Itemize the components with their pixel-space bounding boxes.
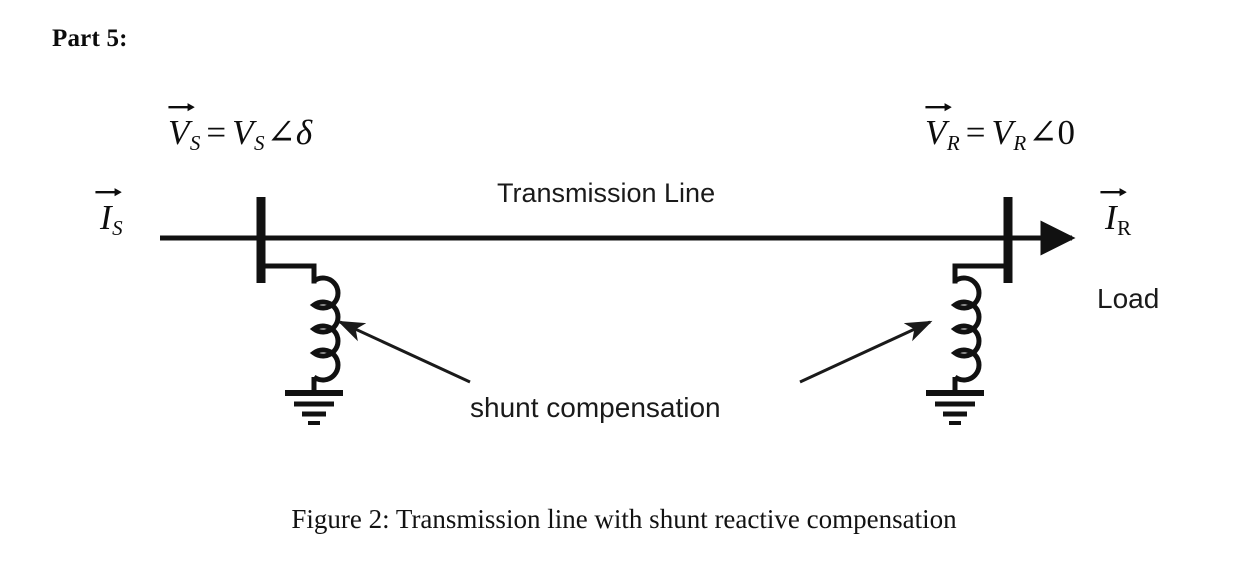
vr-vector-subscript: R [946,130,960,155]
vr-magnitude-subscript: R [1013,130,1027,155]
annotation-arrow-right [799,320,933,384]
annotation-arrow-left [337,320,471,384]
is-subscript: S [112,215,123,240]
vs-angle-value: δ [295,113,313,152]
vs-vector-symbol: V [168,103,195,150]
vr-vector-symbol: V [925,103,952,150]
sending-shunt-inductor [309,275,341,383]
vs-magnitude-symbol: V [232,113,254,152]
vs-vector-subscript: S [189,130,201,155]
angle-icon: ∠ [1028,113,1058,152]
is-symbol: I [95,188,122,235]
figure-caption: Figure 2: Transmission line with shunt r… [291,504,957,534]
sending-shunt-tap [258,263,317,284]
sending-ground [285,390,343,425]
receiving-shunt-tap [952,263,1011,284]
receiving-ground [926,390,984,425]
vr-magnitude-symbol: V [991,113,1013,152]
angle-icon: ∠ [266,113,296,152]
shunt-compensation-label: shunt compensation [470,392,721,423]
transmission-line-label: Transmission Line [497,178,716,208]
ir-subscript: R [1117,215,1132,240]
ir-symbol: I [1100,188,1127,235]
load-label: Load [1097,283,1160,314]
receiving-shunt-inductor [950,275,982,383]
page-title: Part 5: [52,25,128,52]
vs-magnitude-subscript: S [254,130,265,155]
vr-angle-value: 0 [1057,113,1076,152]
vs-equals: = [206,113,227,152]
vr-equals: = [965,113,986,152]
